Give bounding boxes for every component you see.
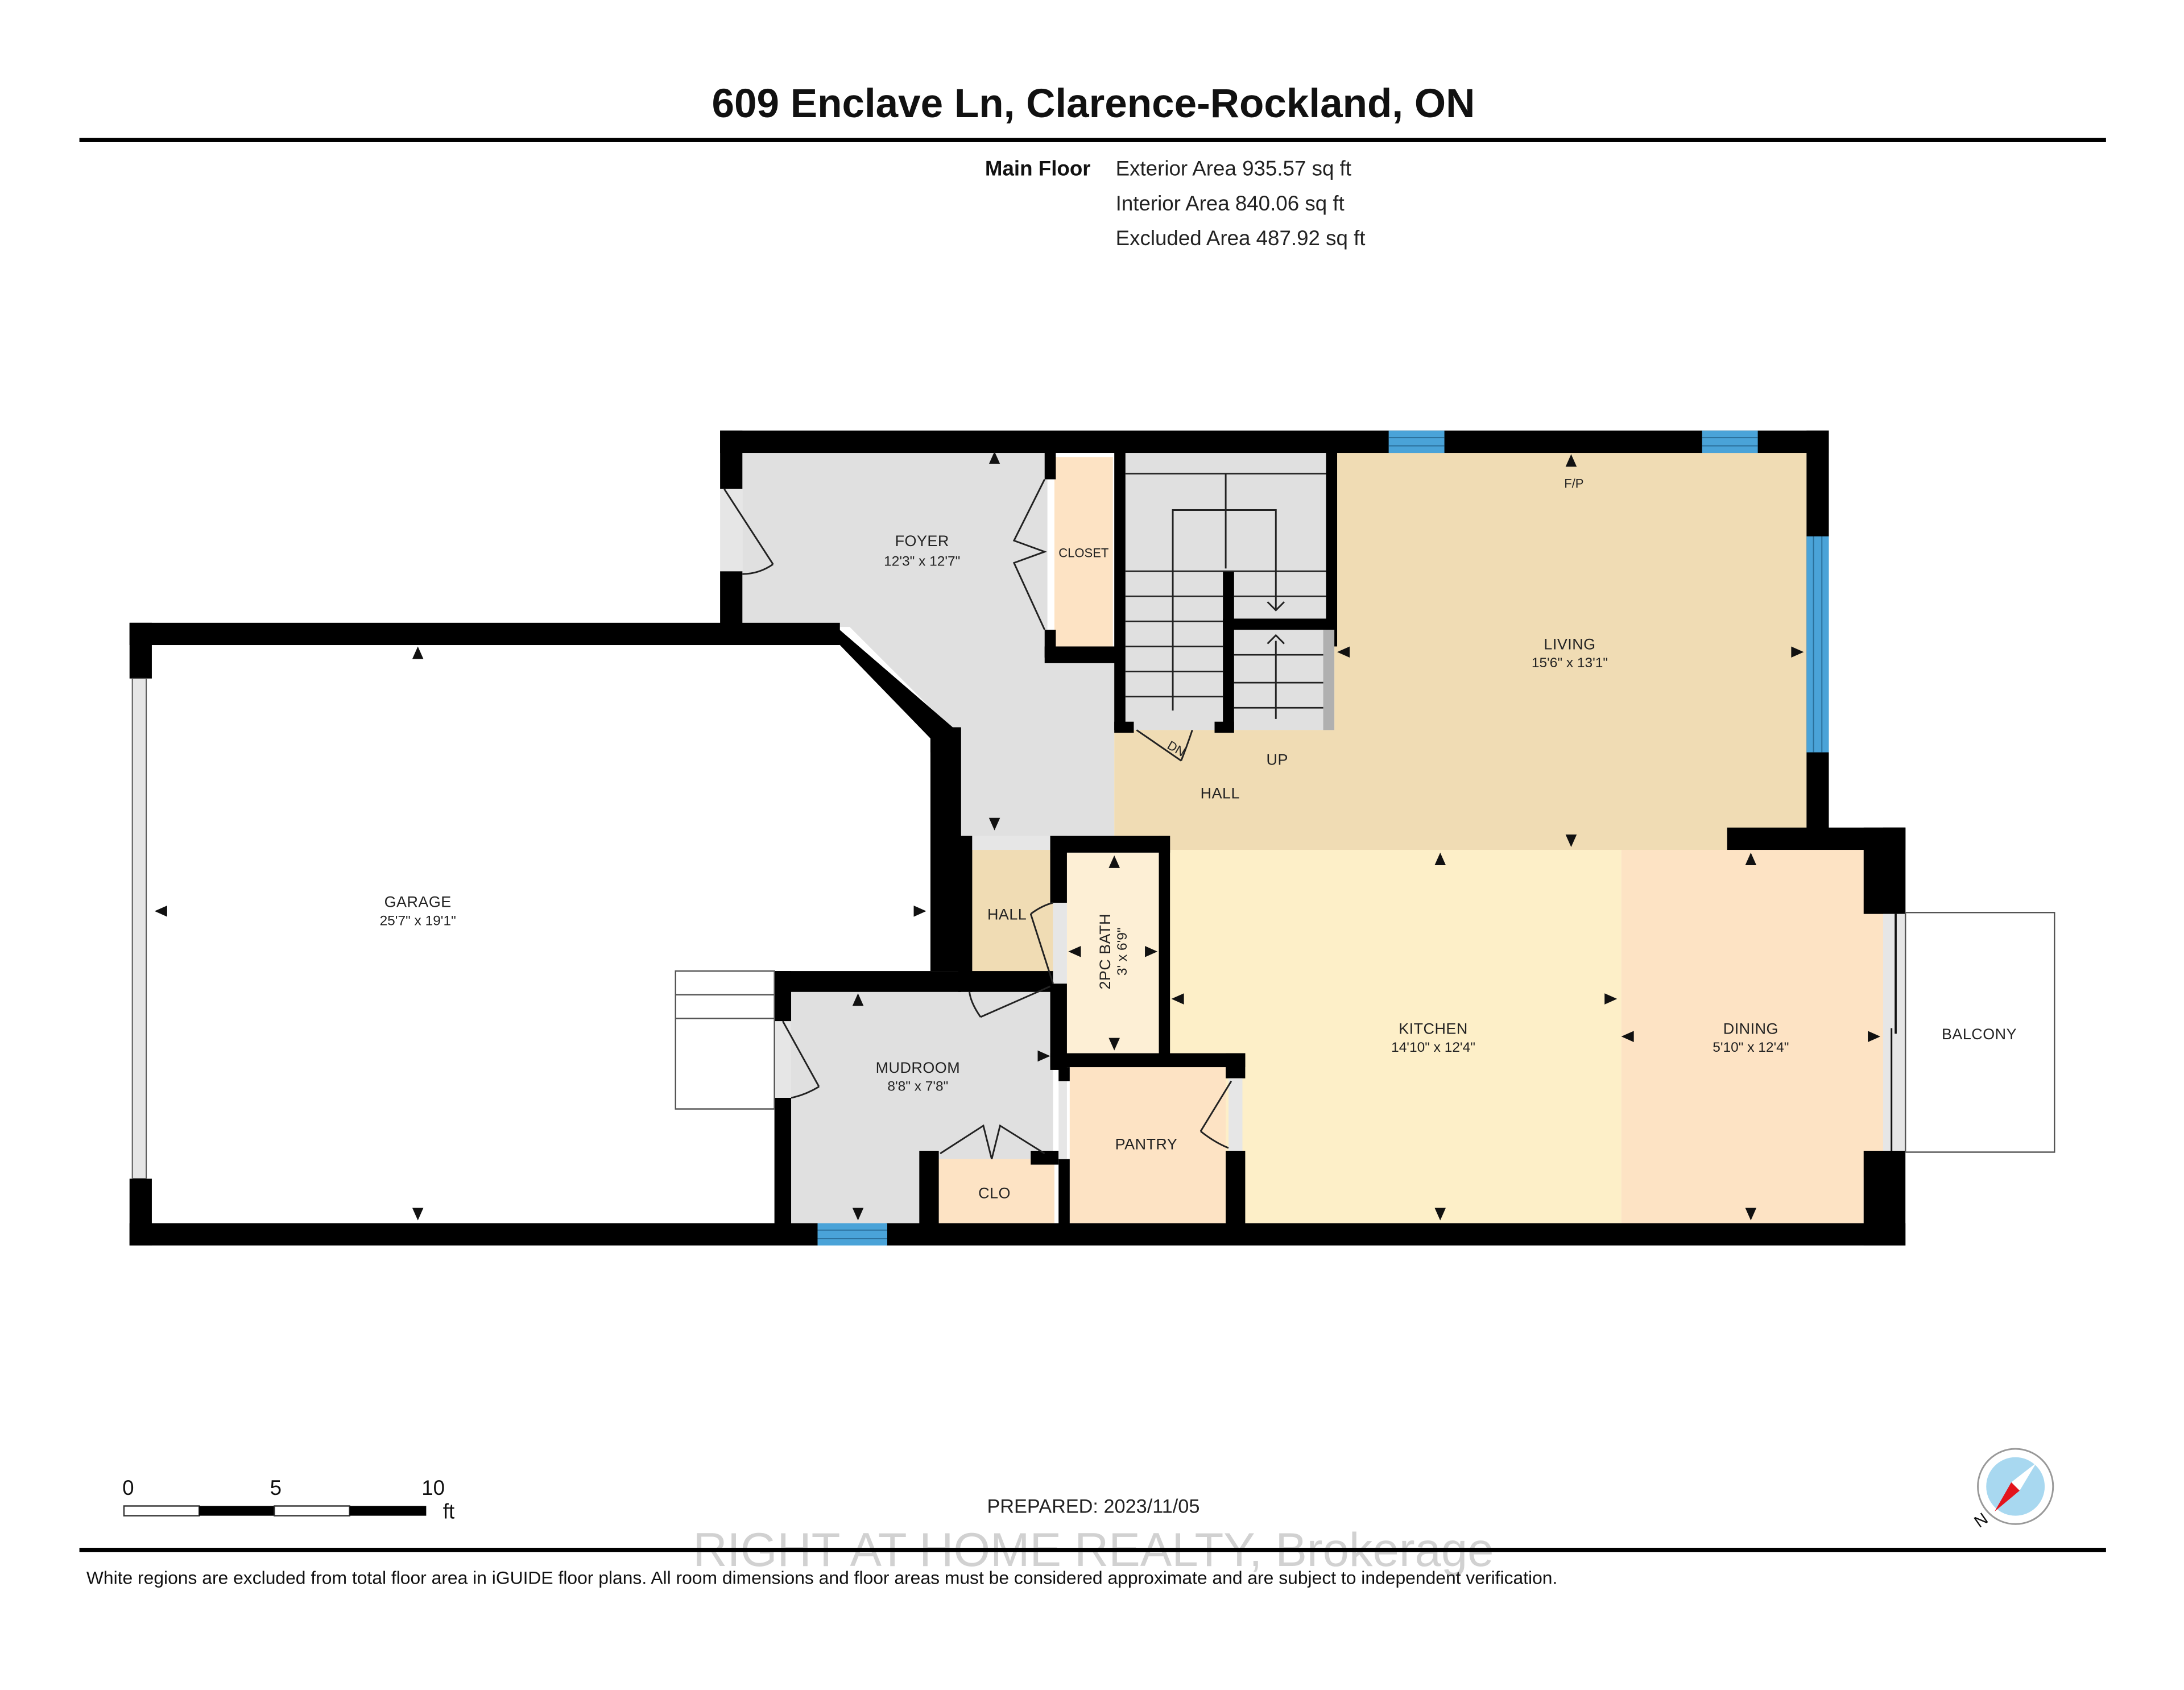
pantry-label: PANTRY bbox=[1115, 1136, 1178, 1153]
arrow-left-icon bbox=[1171, 993, 1184, 1005]
door-swing-icon bbox=[1199, 1078, 1243, 1151]
balcony-outline bbox=[1904, 912, 2055, 1153]
arrow-up-icon bbox=[1267, 634, 1285, 644]
prepared-date: PREPARED: 2023/11/05 bbox=[987, 1496, 1199, 1518]
interior-area: Interior Area 840.06 sq ft bbox=[1116, 192, 1345, 215]
arrow-up-icon bbox=[1745, 852, 1757, 865]
pantry-fill bbox=[1069, 1067, 1226, 1224]
arrow-down-icon bbox=[1745, 1208, 1757, 1221]
dining-label: DINING bbox=[1723, 1020, 1778, 1037]
arrow-left-icon bbox=[1621, 1031, 1634, 1042]
bath-label: 2PC BATH bbox=[1097, 914, 1114, 990]
opening bbox=[972, 836, 1050, 850]
arrow-down-icon bbox=[1108, 1038, 1120, 1051]
arrow-down-icon bbox=[1565, 834, 1577, 848]
garage-door-icon bbox=[131, 677, 147, 1179]
door-swing-icon bbox=[774, 1020, 820, 1099]
arrow-down-icon bbox=[988, 817, 1000, 830]
arrow-up-icon bbox=[852, 993, 864, 1006]
arrow-right-icon bbox=[1604, 993, 1618, 1005]
scale-bar: 0 5 10 ft bbox=[122, 1476, 454, 1523]
excluded-area: Excluded Area 487.92 sq ft bbox=[1116, 226, 1366, 250]
door-swing-icon bbox=[969, 985, 1051, 1018]
arrow-left-icon bbox=[1068, 946, 1081, 957]
arrow-right-icon bbox=[1037, 1050, 1050, 1062]
opening bbox=[1058, 1081, 1067, 1159]
sliding-door-icon bbox=[1883, 914, 1906, 1151]
room-fills bbox=[742, 451, 1884, 1224]
exterior-area: Exterior Area 935.57 sq ft bbox=[1116, 157, 1351, 180]
clo-label: CLO bbox=[978, 1184, 1011, 1201]
floor-label: Main Floor bbox=[985, 157, 1091, 180]
door-swing-icon bbox=[1136, 729, 1193, 762]
walls bbox=[129, 430, 1906, 1246]
dining-fill bbox=[1621, 850, 1884, 1224]
footer-rule bbox=[79, 1547, 2106, 1552]
closet-label: CLOSET bbox=[1058, 546, 1108, 560]
scale-label-10: 10 bbox=[421, 1476, 445, 1499]
header-rule bbox=[79, 138, 2106, 142]
arrow-right-icon bbox=[1791, 646, 1804, 658]
arrow-down-icon bbox=[1267, 601, 1285, 611]
balcony-label: BALCONY bbox=[1942, 1026, 2017, 1043]
arrow-up-icon bbox=[412, 646, 424, 659]
bifold-door-icon bbox=[1012, 478, 1048, 630]
foyer-label: FOYER bbox=[895, 532, 949, 549]
scale-label-0: 0 bbox=[122, 1476, 134, 1499]
doors bbox=[131, 478, 2055, 1179]
window-icon bbox=[817, 1223, 887, 1246]
door-swing-icon bbox=[1029, 902, 1067, 984]
mudroom-label: MUDROOM bbox=[876, 1059, 961, 1076]
arrow-down-icon bbox=[412, 1208, 424, 1221]
arrow-right-icon bbox=[1145, 946, 1158, 957]
living-fill bbox=[1114, 451, 1807, 850]
kitchen-label: KITCHEN bbox=[1399, 1020, 1468, 1037]
staircase bbox=[1125, 473, 1335, 730]
bath-fill bbox=[1066, 852, 1159, 1053]
arrow-right-icon bbox=[1868, 1031, 1881, 1042]
small-hall-fill bbox=[972, 850, 1053, 978]
arrow-left-icon bbox=[154, 905, 167, 917]
compass-icon: N bbox=[1971, 1448, 2054, 1531]
windows bbox=[817, 430, 1829, 1246]
kitchen-dims: 14'10" x 12'4" bbox=[1391, 1040, 1475, 1055]
scale-label-5: 5 bbox=[270, 1476, 282, 1499]
dining-dims: 5'10" x 12'4" bbox=[1713, 1040, 1789, 1055]
arrow-up-icon bbox=[988, 451, 1000, 464]
bifold-door-icon bbox=[940, 1124, 1045, 1160]
disclaimer: White regions are excluded from total fl… bbox=[86, 1568, 1558, 1588]
steps-icon bbox=[675, 970, 775, 1110]
small-hall-label: HALL bbox=[987, 906, 1027, 923]
foyer-dims: 12'3" x 12'7" bbox=[884, 553, 960, 569]
window-icon bbox=[1388, 430, 1445, 453]
arrow-up-icon bbox=[1108, 855, 1120, 868]
room-labels: FOYER 12'3" x 12'7" CLOSET F/P LIVING 15… bbox=[380, 476, 2017, 1201]
living-label: LIVING bbox=[1544, 635, 1595, 652]
arrow-down-icon bbox=[1434, 1208, 1446, 1221]
arrow-up-icon bbox=[1434, 852, 1446, 865]
arrow-down-icon bbox=[852, 1208, 864, 1221]
foyer-fill bbox=[742, 451, 1115, 850]
garage-label: GARAGE bbox=[384, 893, 452, 910]
bath-dims: 3' x 6'9" bbox=[1115, 927, 1130, 976]
arrow-left-icon bbox=[1337, 646, 1350, 658]
dimension-markers bbox=[154, 451, 1881, 1221]
window-icon bbox=[1702, 430, 1758, 453]
garage-dims: 25'7" x 19'1" bbox=[380, 913, 456, 928]
closet-fill bbox=[1054, 457, 1113, 647]
fireplace-label: F/P bbox=[1564, 476, 1583, 490]
page-title: 609 Enclave Ln, Clarence-Rockland, ON bbox=[712, 81, 1475, 126]
scale-unit: ft bbox=[443, 1500, 454, 1523]
door-swing-icon bbox=[720, 488, 774, 575]
mudroom-dims: 8'8" x 7'8" bbox=[887, 1079, 948, 1094]
clo-fill bbox=[937, 1159, 1054, 1224]
arrow-up-icon bbox=[1565, 454, 1577, 467]
window-icon bbox=[1806, 536, 1829, 753]
living-dims: 15'6" x 13'1" bbox=[1532, 655, 1608, 671]
arrow-right-icon bbox=[913, 905, 926, 917]
stairs-up-label: UP bbox=[1267, 751, 1288, 768]
hall-label: HALL bbox=[1201, 784, 1240, 801]
